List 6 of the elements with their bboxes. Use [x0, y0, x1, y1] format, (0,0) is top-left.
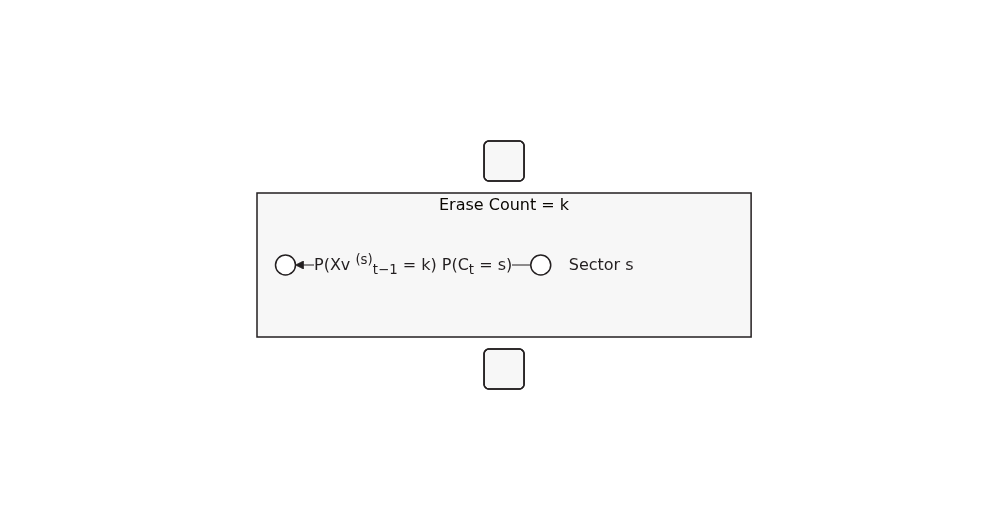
- node-circle: [274, 253, 297, 276]
- node-label: Erase Count = k: [438, 194, 570, 214]
- edge-label: P(Xv $^{(s)}$$_{t−1}$ = k) P(C$_{t}$ = s): [313, 251, 513, 277]
- node-label: Sector s: [568, 254, 634, 274]
- cluster: [256, 191, 752, 338]
- node-circle: [529, 253, 552, 276]
